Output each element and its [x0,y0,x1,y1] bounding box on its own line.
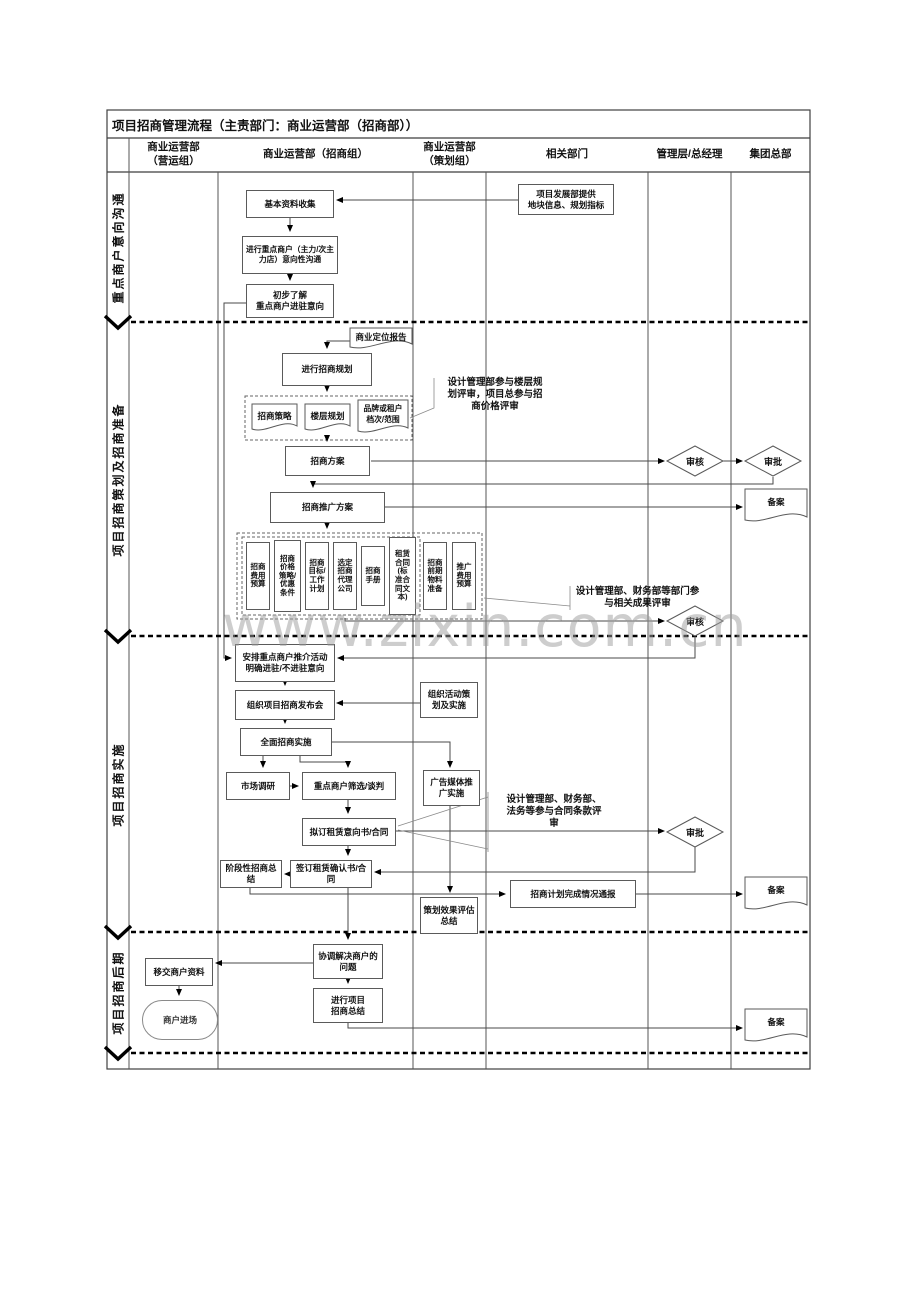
phase-chevron-arrows [103,314,133,1062]
phase-label-later-stage: 项目招商后期 [111,950,126,1035]
node-lease-contract: 租赁 合同 (标 准合 同文 本) [389,537,416,615]
phase-separator-lines [131,320,810,1055]
node-tenant-move-in: 商户进场 [142,1000,218,1040]
node-project-final-summary: 进行项目 招商总结 [313,988,383,1023]
document-strategy [251,403,298,431]
node-investment-plan: 招商方案 [285,446,370,476]
callout-result-review: 设计管理部、财务部等部门参 与相关成果评审 [575,586,700,609]
doc-label-filing-2: 备案 [767,885,785,895]
dashed-group-boxes [236,395,483,620]
column-header-operations-group: 商业运营部 （营运组） [147,141,200,167]
node-investment-planning: 进行招商规划 [282,353,372,386]
callout-design-dept-review: 设计管理部参与楼层规 划评审，项目总参与招 商价格评审 [447,377,543,412]
doc-label-brand-level: 品牌或租户 档次/范围 [363,404,403,424]
column-header-related-departments: 相关部门 [546,148,588,161]
node-market-research: 市场调研 [226,772,290,800]
node-arrange-promotion-activity: 安排重点商户推介活动 明确进驻/不进驻意向 [235,644,335,682]
diamond-label-review-1: 审核 [685,456,704,467]
node-draft-lease-intent: 拟订租赁意向书/合同 [302,818,396,846]
document-brand-level [357,399,409,433]
node-launch-event: 组织项目招商发布会 [235,690,335,720]
doc-label-filing-1: 备案 [767,497,785,507]
doc-label-strategy: 招商策略 [257,411,292,421]
node-media-promotion: 广告媒体推 广实施 [423,770,480,806]
node-tenant-screening: 重点商户筛选/谈判 [302,772,396,800]
node-basic-data-collection: 基本资料收集 [246,190,334,218]
column-header-management: 管理层/总经理 [656,148,723,161]
document-filing-3 [744,1008,808,1042]
page-title: 项目招商管理流程（主责部门：商业运营部（招商部）） [112,118,419,133]
doc-label-floor-plan: 楼层规划 [310,411,345,421]
diamond-review-2 [665,605,725,637]
document-filing-2 [744,876,808,910]
node-sign-lease-confirmation: 签订租赁确认书/合同 [290,860,372,888]
node-preliminary-materials: 招商 前期 物料 准备 [423,542,447,610]
diamond-review-1 [665,445,725,477]
node-initial-intent: 初步了解 重点商户进驻意向 [246,284,334,318]
doc-label-positioning-report: 商业定位报告 [355,332,407,342]
node-resolve-tenant-issues: 协调解决商户的 问题 [313,944,383,979]
node-full-implementation: 全面招商实施 [240,728,332,756]
node-select-agency: 选定 招商 代理 公司 [333,542,357,610]
node-planning-effect-evaluation: 策划效果评估 总结 [420,897,478,934]
diamond-label-review-2: 审核 [685,616,704,627]
document-shapes [251,327,808,1042]
document-floor-plan [304,403,351,431]
diamond-approve-1 [743,445,803,477]
doc-label-filing-3: 备案 [767,1017,785,1027]
column-header-investment-group: 商业运营部（招商组） [263,148,368,161]
node-target-work-plan: 招商 目标/ 工作 计划 [305,542,329,610]
node-phase-summary: 阶段性招商总结 [220,860,282,888]
phase-label-intent-communication: 重点商户意向沟通 [111,190,126,304]
column-header-group-hq: 集团总部 [749,148,792,161]
node-project-dev-dept-info: 项目发展部提供 地块信息、规划指标 [518,184,614,215]
callout-contract-clause-review: 设计管理部、财务部、 法务等参与合同条款评 审 [506,794,602,829]
phase-label-implementation: 项目招商实施 [111,741,126,827]
flow-connectors [176,197,774,1031]
document-positioning-report [349,327,413,349]
diamond-label-approve-2: 审批 [685,827,704,838]
column-header-planning-group: 商业运营部 （策划组） [423,141,476,167]
node-activity-planning: 组织活动策 划及实施 [420,682,478,718]
phase-label-planning-preparation: 项目招商策划及招商准备 [111,401,126,557]
diamond-approve-2 [665,816,725,848]
node-price-strategy: 招商 价格 策略/ 优惠 条件 [274,540,301,612]
node-key-tenant-communication: 进行重点商户（主力/次主 力店）意向性沟通 [242,236,338,274]
node-plan-completion-notice: 招商计划完成情况通报 [510,880,636,908]
node-investment-budget: 招商 费用 预算 [246,542,270,610]
diamond-label-approve-1: 审批 [763,456,782,467]
decision-diamonds [665,445,803,848]
node-promotion-plan: 招商推广方案 [270,492,385,523]
node-promo-budget: 推广 费用 预算 [452,542,476,610]
document-filing-1 [744,488,808,522]
node-investment-manual: 招商 手册 [361,546,385,606]
node-transfer-tenant-data: 移交商户资料 [145,958,213,986]
